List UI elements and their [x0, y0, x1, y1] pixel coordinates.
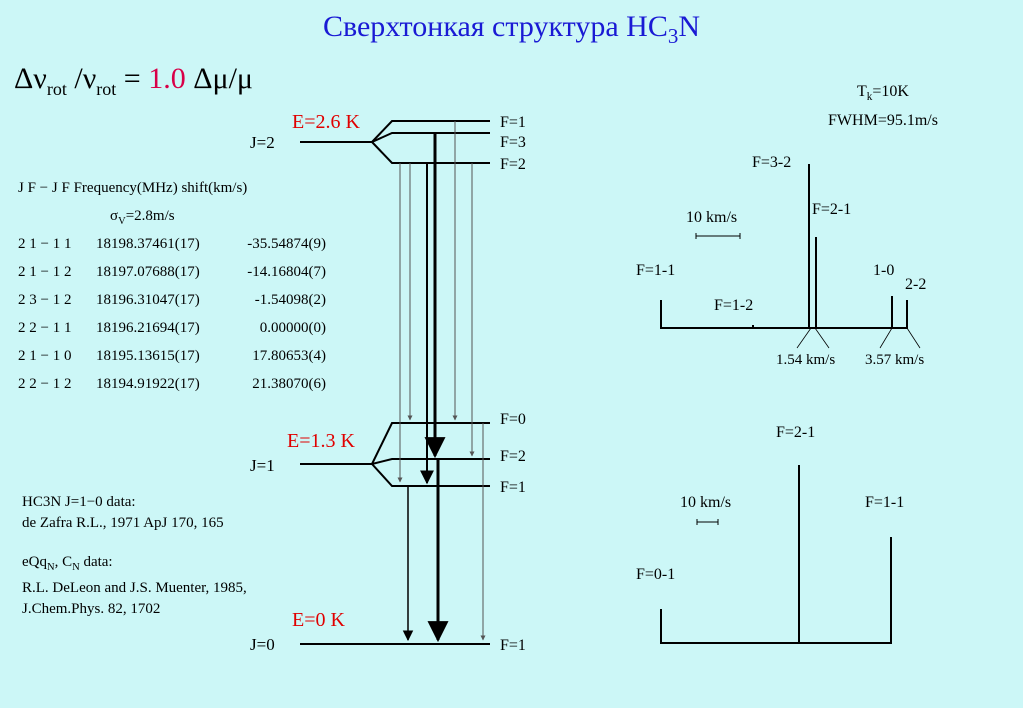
spectrum-j21: 10 km/s F=3-2 F=2-1 F=1-1 F=1-2 1-0 2-2 …	[636, 154, 926, 368]
shift-formula: Δνrot /νrot = 1.0 Δμ/μ	[14, 62, 253, 99]
energy-label-e1: E=1.3 K	[287, 430, 355, 452]
scale-label: 10 km/s	[686, 209, 737, 226]
f-label: F=1	[500, 479, 526, 496]
f-label: F=3	[500, 134, 526, 151]
formula-coefficient: 1.0	[148, 62, 186, 95]
table-header: J F − J F Frequency(MHz) shift(km/s)	[18, 180, 248, 196]
shift-cell: -14.16804(7)	[247, 264, 326, 280]
frequency-cell: 18197.07688(17)	[96, 264, 200, 280]
transition-cell: 2 2 − 1 1	[18, 320, 72, 336]
spectrum-j10: 10 km/s F=2-1 F=1-1 F=0-1	[636, 424, 904, 644]
shift-cell: 21.38070(6)	[252, 376, 326, 392]
shift-cell: -35.54874(9)	[247, 236, 326, 252]
transition-cell: 2 2 − 1 2	[18, 376, 72, 392]
transition-cell: 2 1 − 1 1	[18, 236, 72, 252]
f-label: F=2	[500, 448, 526, 465]
energy-label-e0: E=0 K	[292, 609, 345, 631]
peak-label: 2-2	[905, 276, 926, 293]
frequency-cell: 18196.21694(17)	[96, 320, 200, 336]
references: HC3N J=1−0 data: de Zafra R.L., 1971 ApJ…	[22, 492, 247, 620]
f-label: F=0	[500, 411, 526, 428]
f-label: F=2	[500, 156, 526, 173]
ref-line: HC3N J=1−0 data:	[22, 494, 136, 510]
separation-label: 1.54 km/s	[776, 352, 835, 368]
peak-label: F=2-1	[776, 424, 815, 441]
frequency-cell: 18195.13615(17)	[96, 348, 200, 364]
j2-level	[300, 120, 490, 164]
peak-label: F=2-1	[812, 201, 851, 218]
peak-label: F=1-1	[865, 494, 904, 511]
ref-line: eQqN, CN data:	[22, 554, 113, 573]
frequency-cell: 18194.91922(17)	[96, 376, 200, 392]
j0-label: J=0	[250, 635, 275, 654]
peak-label: 1-0	[873, 262, 894, 279]
peak-label: F=1-2	[714, 297, 753, 314]
peak-label: F=0-1	[636, 566, 675, 583]
fwhm-value: FWHM=95.1m/s	[828, 112, 938, 130]
frequency-cell: 18198.37461(17)	[96, 236, 200, 252]
sigma-value: σV=2.8m/s	[110, 208, 175, 227]
f-label: F=1	[500, 637, 526, 654]
separation-label: 3.57 km/s	[865, 352, 924, 368]
shift-cell: -1.54098(2)	[254, 292, 326, 308]
j2-label: J=2	[250, 133, 275, 152]
transitions-21	[397, 121, 475, 485]
f-label: F=1	[500, 114, 526, 131]
scale-label: 10 km/s	[680, 494, 731, 511]
shift-cell: 17.80653(4)	[252, 348, 326, 364]
ref-line: J.Chem.Phys. 82, 1702	[22, 601, 161, 617]
page-title: Сверхтонкая структура HC3N	[322, 10, 701, 48]
observation-params: Tk=10K FWHM=95.1m/s	[808, 80, 958, 133]
j1-level	[300, 422, 490, 487]
ref-line: de Zafra R.L., 1971 ApJ 170, 165	[22, 515, 224, 531]
j1-label: J=1	[250, 456, 275, 475]
transition-cell: 2 1 − 1 2	[18, 264, 72, 280]
peak-label: F=3-2	[752, 154, 791, 171]
transitions-10	[402, 423, 486, 643]
frequency-cell: 18196.31047(17)	[96, 292, 200, 308]
ref-line: R.L. DeLeon and J.S. Muenter, 1985,	[22, 580, 247, 596]
peak-label: F=1-1	[636, 262, 675, 279]
shift-cell: 0.00000(0)	[259, 320, 326, 336]
transition-cell: 2 3 − 1 2	[18, 292, 72, 308]
transition-cell: 2 1 − 1 0	[18, 348, 72, 364]
energy-label-e2: E=2.6 K	[292, 111, 360, 133]
